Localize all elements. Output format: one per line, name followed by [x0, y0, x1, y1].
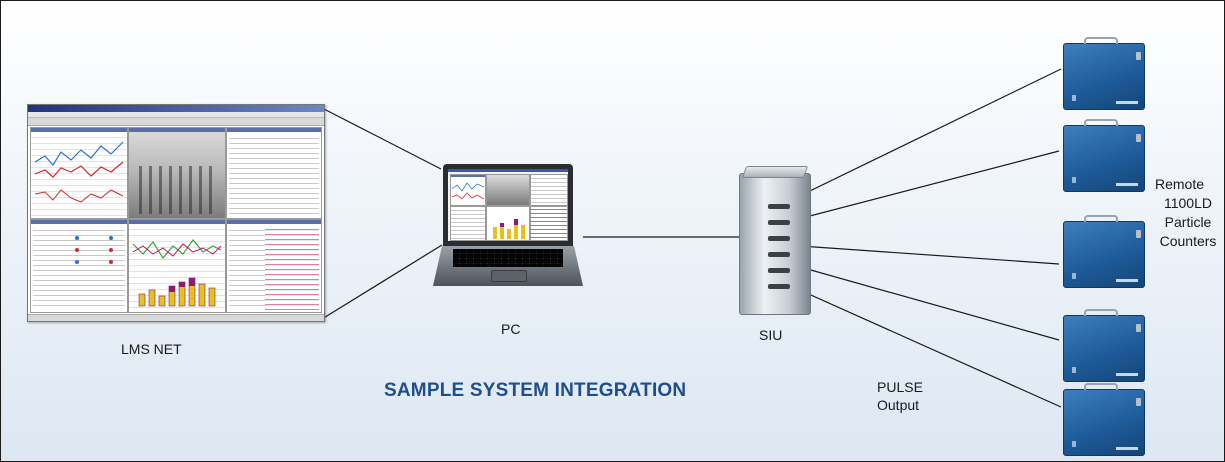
- diagram-title: SAMPLE SYSTEM INTEGRATION: [384, 380, 687, 401]
- pulse-output-label: PULSE Output: [877, 378, 923, 414]
- particle-counter-icon: [1063, 383, 1145, 456]
- counters-label-line-3: Particle: [1164, 214, 1212, 230]
- link-lms-bottom-to-pc: [321, 244, 443, 320]
- pulse-output-line-2: Output: [877, 397, 920, 413]
- siu-port: [768, 252, 790, 257]
- counters-label-line-4: Counters: [1159, 233, 1217, 249]
- interface-unit-icon: [739, 166, 811, 315]
- siu-label: SIU: [759, 327, 783, 343]
- siu-port: [768, 268, 790, 273]
- siu-port: [768, 284, 790, 289]
- link-siu-to-counter-5: [783, 282, 1062, 408]
- lms-window-titlebar: [28, 105, 324, 112]
- lms-alarm-list-pane: [226, 219, 322, 313]
- lms-location-list-pane: [30, 219, 128, 313]
- laptop-icon: [433, 164, 583, 304]
- siu-port: [768, 204, 790, 209]
- lms-data-table-pane: [226, 127, 322, 219]
- trend-chart-icon: [34, 141, 124, 203]
- laptop-screen: [448, 169, 568, 241]
- pulse-output-line-1: PULSE: [877, 379, 923, 395]
- lms-net-screenshot: [27, 104, 325, 322]
- link-siu-to-counter-2: [782, 150, 1060, 224]
- bar-chart-icon: [132, 239, 222, 307]
- particle-counter-icon: [1063, 119, 1145, 192]
- location-markers-icon: [75, 236, 113, 264]
- remote-counters-label: Remote 1100LD Particle Counters: [1151, 175, 1224, 251]
- lms-net-label: LMS NET: [121, 341, 182, 357]
- lms-cleanroom-view-pane: [128, 127, 226, 219]
- laptop-keyboard: [453, 249, 563, 267]
- siu-top-panel: [741, 166, 809, 178]
- link-siu-to-counter-1: [780, 68, 1062, 206]
- lms-window-statusbar: [28, 314, 324, 321]
- counters-label-line-2: 1100LD: [1163, 195, 1212, 211]
- laptop-lid: [443, 164, 573, 246]
- lms-window-menubar: [28, 112, 324, 118]
- particle-counter-icon: [1063, 37, 1145, 110]
- link-siu-to-counter-3: [785, 244, 1060, 265]
- laptop-touchpad: [491, 270, 527, 282]
- link-siu-to-counter-4: [785, 262, 1060, 341]
- counters-label-line-1: Remote: [1155, 176, 1205, 192]
- particle-counter-icon: [1063, 309, 1145, 382]
- particle-counter-icon: [1063, 215, 1145, 288]
- link-lms-top-to-pc: [321, 107, 442, 170]
- lms-window-toolbar: [28, 118, 324, 126]
- pc-label: PC: [501, 321, 521, 337]
- siu-port: [768, 220, 790, 225]
- lms-trend-pane: [30, 127, 128, 219]
- siu-port: [768, 236, 790, 241]
- lms-bar-chart-pane: [128, 219, 226, 313]
